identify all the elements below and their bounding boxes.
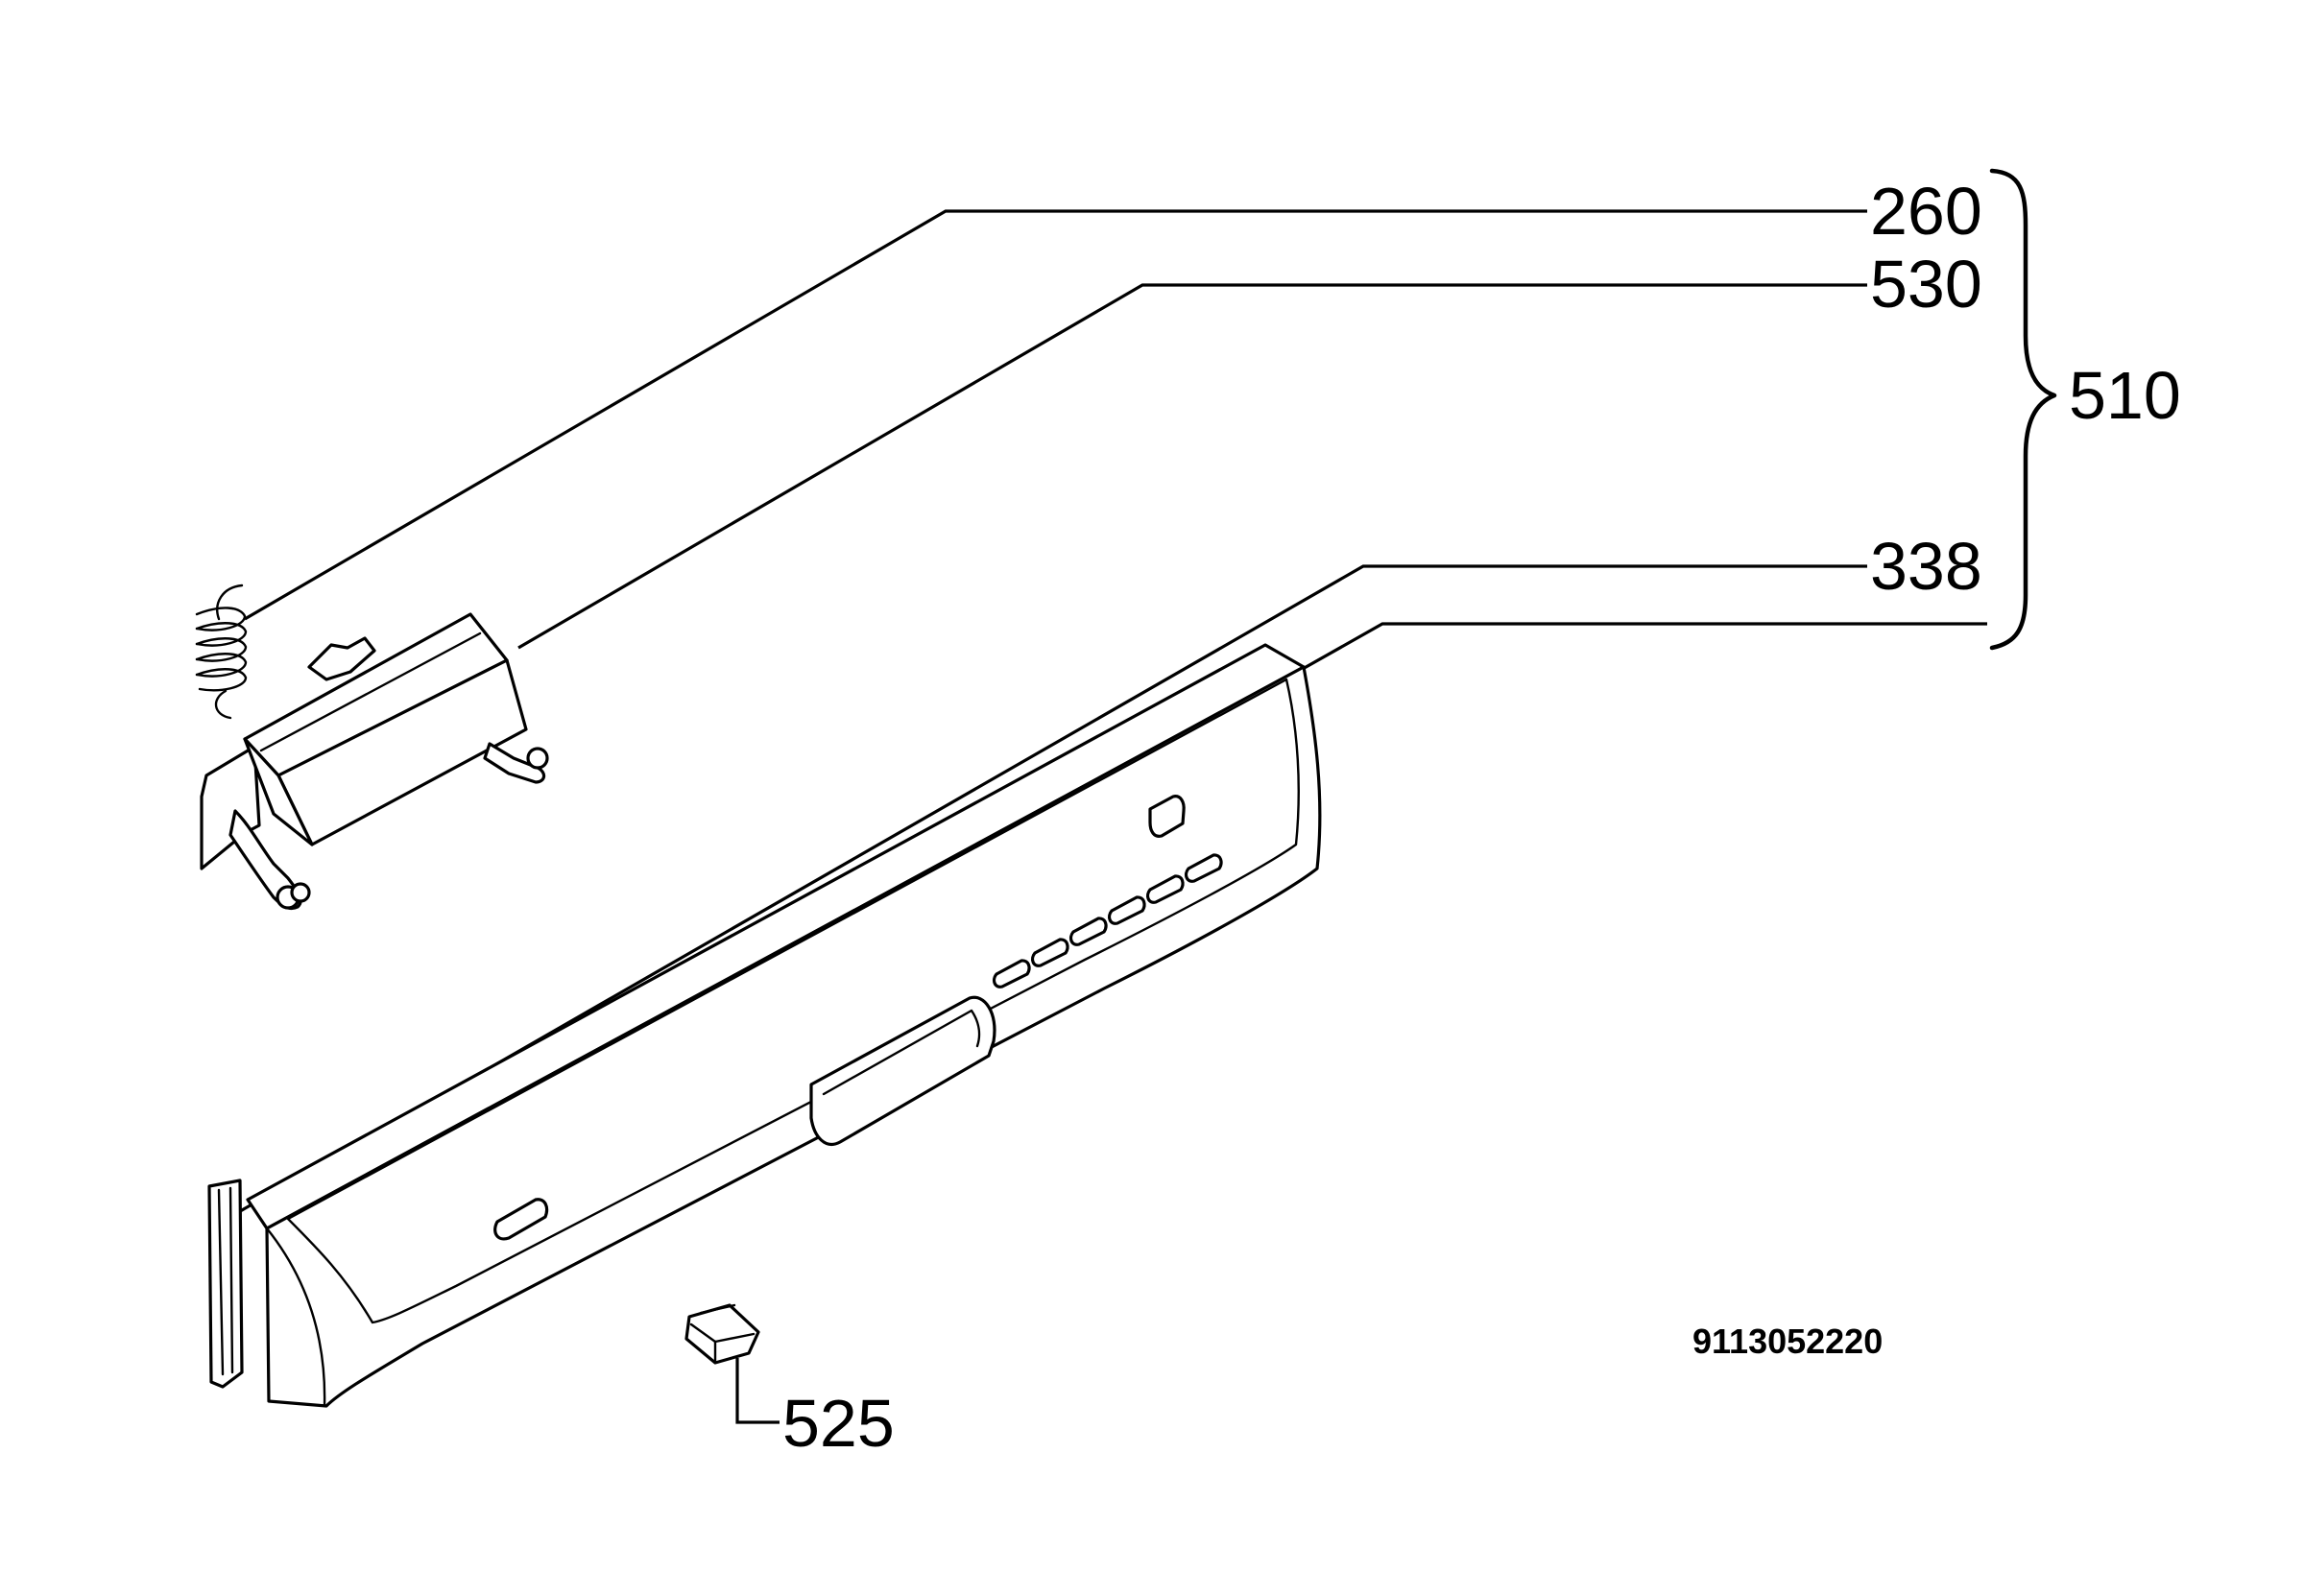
leader-510-group <box>1271 622 1987 688</box>
document-number: 9113052220 <box>1692 1322 1883 1361</box>
label-530: 530 <box>1870 247 1982 322</box>
label-260: 260 <box>1870 174 1982 249</box>
button-cap-part <box>684 1303 760 1365</box>
leader-525 <box>735 1358 780 1424</box>
side-seal-part <box>207 1179 244 1389</box>
label-510: 510 <box>2069 358 2181 433</box>
brace-510 <box>1989 168 2057 651</box>
leader-338 <box>234 564 1867 1216</box>
control-panel-part <box>246 643 1322 1408</box>
leader-260 <box>244 209 1867 621</box>
door-latch-part <box>200 612 549 911</box>
label-525: 525 <box>782 1386 895 1461</box>
spring-part <box>195 584 248 720</box>
label-338: 338 <box>1870 529 1982 604</box>
leader-530 <box>517 283 1867 650</box>
leader-lines <box>234 209 1987 1424</box>
callout-labels: 260 530 338 510 525 <box>782 174 2181 1461</box>
